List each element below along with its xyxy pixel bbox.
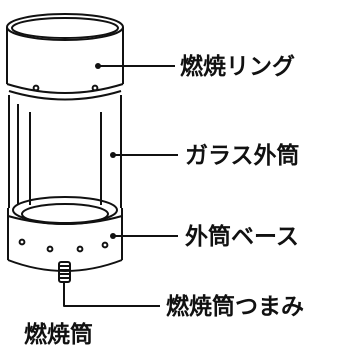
combustion-ring: [6, 13, 124, 101]
leader-dot-ring: [95, 63, 101, 69]
caption-burner-cylinder: 燃焼筒: [24, 322, 93, 348]
leader-dot-glass: [110, 152, 116, 158]
cylinder-base: [7, 196, 123, 272]
label-cylinder-base: 外筒ベース: [185, 224, 299, 250]
leader-dot-base: [110, 233, 116, 239]
glass-cylinder: [8, 95, 122, 208]
label-glass-cylinder: ガラス外筒: [185, 143, 300, 169]
label-combustion-ring: 燃焼リング: [180, 54, 295, 80]
label-burner-knob: 燃焼筒つまみ: [166, 294, 304, 320]
leader-line-knob: [63, 282, 160, 307]
